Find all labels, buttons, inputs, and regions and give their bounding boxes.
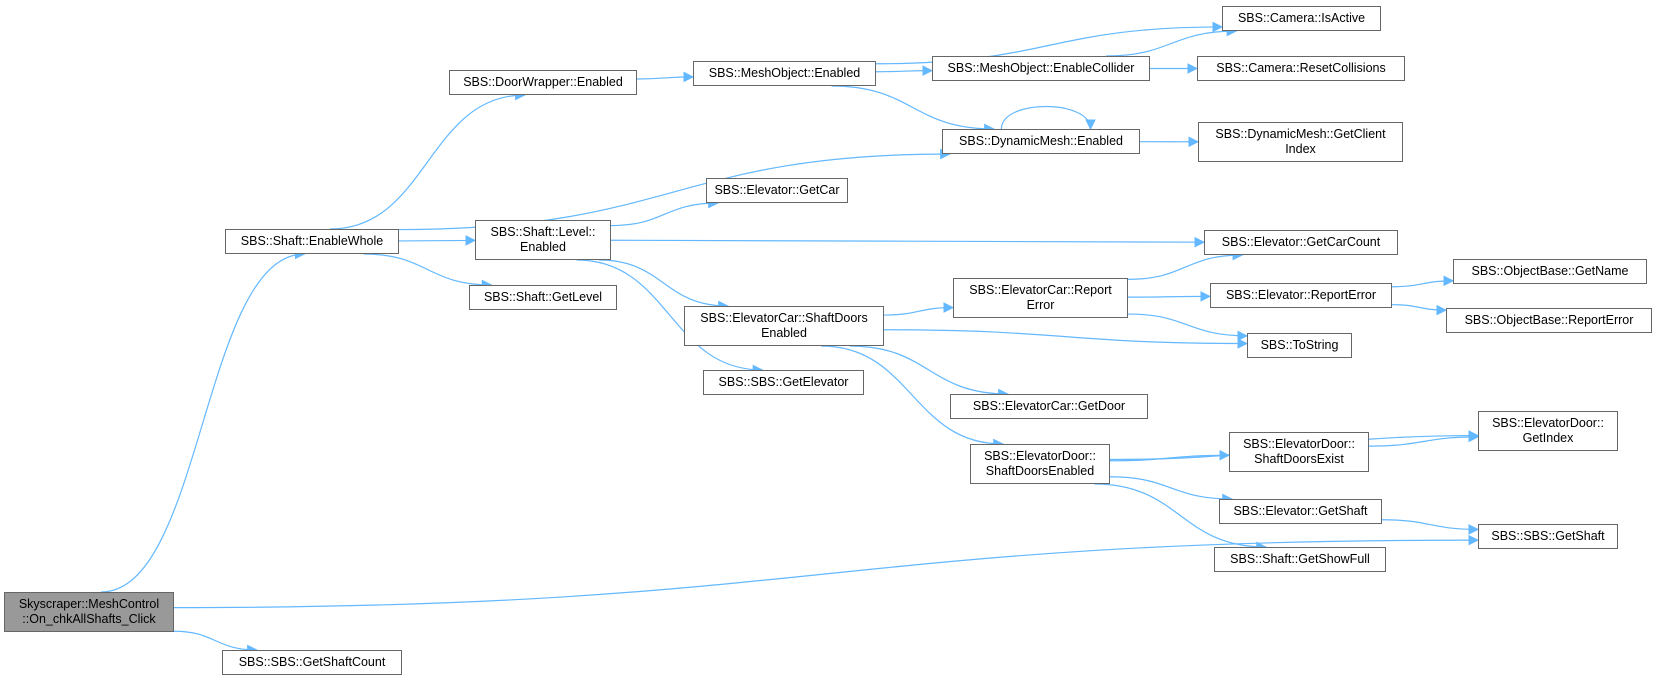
node-shaft-enablewhole[interactable]: SBS::Shaft::EnableWhole: [225, 229, 399, 254]
edge-carshaftdoors-to-doorshaftenabled: [821, 345, 1004, 450]
node-dynamicmesh-enabled[interactable]: SBS::DynamicMesh::Enabled: [942, 129, 1140, 154]
edge-carreporterror-to-elevreporterror: [1127, 290, 1212, 302]
node-camera-isactive[interactable]: SBS::Camera::IsActive: [1222, 6, 1381, 31]
edge-levelenabled-to-getcarcount: [610, 236, 1206, 248]
node-tostring[interactable]: SBS::ToString: [1247, 333, 1352, 358]
node-meshobject-enabled[interactable]: SBS::MeshObject::Enabled: [693, 61, 876, 86]
edge-carreporterror-to-getcarcount: [1127, 249, 1244, 280]
edge-elevreporterror-to-objreporterror: [1391, 304, 1448, 316]
edge-doorwrapper-to-meshobj: [636, 71, 695, 83]
edge-doorshaftenabled-to-elevgetshaft: [1109, 476, 1234, 505]
node-elevatordoor-shaftdoorsenabled[interactable]: SBS::ElevatorDoor:: ShaftDoorsEnabled: [970, 444, 1110, 484]
node-elevator-getshaft[interactable]: SBS::Elevator::GetShaft: [1219, 499, 1382, 524]
node-elevator-getcar[interactable]: SBS::Elevator::GetCar: [706, 178, 848, 203]
edge-meshobj-to-enablecollider: [875, 65, 934, 77]
node-root-on-chkallshafts-click: Skyscraper::MeshControl ::On_chkAllShaft…: [4, 592, 174, 632]
node-sbs-getshaftcount[interactable]: SBS::SBS::GetShaftCount: [222, 650, 402, 675]
node-doorwrapper-enabled[interactable]: SBS::DoorWrapper::Enabled: [449, 70, 637, 95]
edge-root-to-getshaftcount: [173, 630, 258, 656]
edge-dynmesh-to-dynmesh: [1000, 106, 1096, 131]
edge-levelenabled-to-getcar: [610, 197, 719, 227]
node-elevatorcar-reporterror[interactable]: SBS::ElevatorCar::Report Error: [953, 278, 1128, 318]
node-elevator-getcarcount[interactable]: SBS::Elevator::GetCarCount: [1204, 230, 1398, 255]
node-sbs-getelevator[interactable]: SBS::SBS::GetElevator: [703, 370, 864, 395]
edge-levelenabled-to-getelevator: [576, 259, 764, 376]
node-elevatordoor-shaftdoorsexist[interactable]: SBS::ElevatorDoor:: ShaftDoorsExist: [1229, 432, 1369, 472]
edge-enablewhole-to-doorwrapper: [330, 89, 526, 230]
node-elevatordoor-getindex[interactable]: SBS::ElevatorDoor:: GetIndex: [1478, 411, 1618, 451]
node-objectbase-reporterror[interactable]: SBS::ObjectBase::ReportError: [1446, 308, 1652, 333]
edge-doorshaftenabled-to-shaftshowfull: [1094, 483, 1268, 553]
edge-levelenabled-to-carshaftdoors: [599, 259, 730, 312]
edge-elevreporterror-to-objgetname: [1391, 275, 1455, 288]
node-shaft-getshowfull[interactable]: SBS::Shaft::GetShowFull: [1214, 547, 1386, 572]
node-objectbase-getname[interactable]: SBS::ObjectBase::GetName: [1453, 259, 1647, 284]
node-meshobject-enablecollider[interactable]: SBS::MeshObject::EnableCollider: [932, 56, 1150, 81]
edge-carshaftdoors-to-getdoor: [849, 345, 1009, 400]
edge-doorshaftenabled-to-doorshaftexist: [1109, 449, 1231, 462]
edge-enablewhole-to-getlevel: [363, 253, 493, 291]
node-sbs-getshaft[interactable]: SBS::SBS::GetShaft: [1478, 524, 1618, 549]
node-shaft-getlevel[interactable]: SBS::Shaft::GetLevel: [469, 285, 617, 310]
edge-root-to-enablewhole: [101, 248, 306, 593]
node-elevatorcar-getdoor[interactable]: SBS::ElevatorCar::GetDoor: [950, 394, 1148, 419]
node-shaft-level-enabled[interactable]: SBS::Shaft::Level:: Enabled: [475, 220, 611, 260]
edge-enablewhole-to-dynmesh: [398, 148, 951, 231]
node-dynamicmesh-getclientindex[interactable]: SBS::DynamicMesh::GetClient Index: [1198, 122, 1403, 162]
node-camera-resetcollisions[interactable]: SBS::Camera::ResetCollisions: [1197, 56, 1405, 81]
node-elevatorcar-shaftdoorsenabled[interactable]: SBS::ElevatorCar::ShaftDoors Enabled: [684, 306, 884, 346]
edge-carshaftdoors-to-tostring: [883, 329, 1249, 349]
node-elevator-reporterror[interactable]: SBS::Elevator::ReportError: [1210, 283, 1392, 308]
edge-carshaftdoors-to-carreporterror: [883, 302, 955, 316]
edge-doorshaftexist-to-doorgetindex: [1368, 431, 1480, 447]
edge-elevgetshaft-to-sbsgetshaft: [1381, 519, 1480, 535]
edge-root-to-sbsgetshaft: [173, 534, 1480, 609]
edge-carreporterror-to-tostring: [1127, 313, 1249, 342]
edge-enablecollider-to-camactive: [1106, 25, 1238, 57]
edge-meshobj-to-dynmesh: [831, 85, 995, 135]
